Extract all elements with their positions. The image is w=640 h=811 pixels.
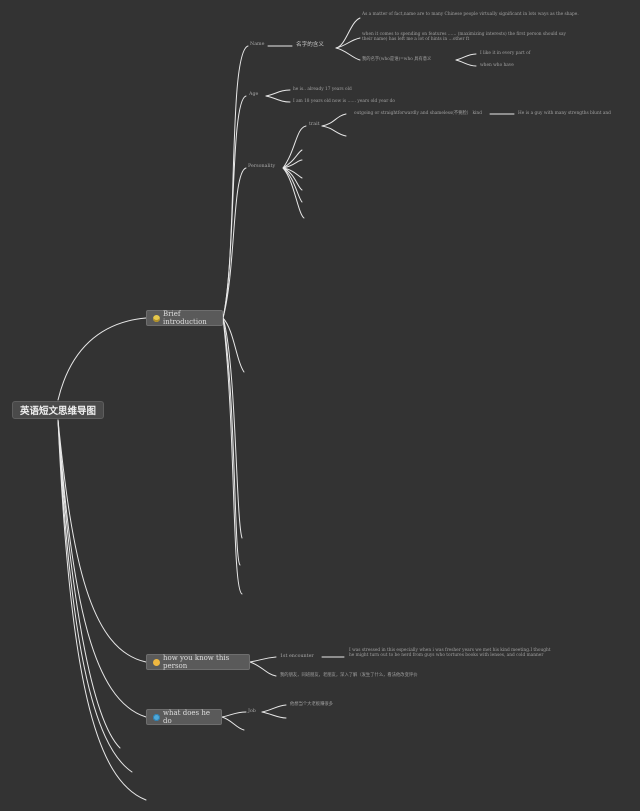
connector-pers-7 bbox=[282, 167, 305, 219]
connector-what-job bbox=[221, 711, 247, 718]
connector-pers-4 bbox=[282, 167, 303, 179]
connector-brief-personality bbox=[222, 167, 247, 319]
connector-pers-5 bbox=[282, 167, 303, 191]
name-sub2-1[interactable]: I like it in every part of bbox=[480, 51, 531, 56]
globe-icon bbox=[153, 713, 160, 721]
trait-right[interactable]: He is a guy with many strengths blunt an… bbox=[518, 111, 611, 116]
branch-label: Brief introduction bbox=[163, 310, 207, 326]
branch-what-does-he-do[interactable]: what does he do bbox=[146, 709, 222, 725]
first-encounter-text[interactable]: I was stressed in this especially when i… bbox=[349, 648, 551, 659]
connector-brief-empty-4 bbox=[222, 317, 243, 595]
branch-label: what does he do bbox=[163, 709, 211, 725]
lightbulb-icon bbox=[153, 314, 160, 322]
topic-personality[interactable]: Personality bbox=[248, 164, 276, 169]
face-icon bbox=[153, 658, 160, 666]
connector-trait-1 bbox=[321, 113, 347, 127]
connector-root-leaf-3 bbox=[57, 419, 147, 801]
topic-age[interactable]: Age bbox=[249, 92, 259, 97]
branch-label: how you know this person bbox=[163, 654, 230, 670]
connector-pers-trait bbox=[282, 125, 307, 169]
branch-how-you-know[interactable]: how you know this person bbox=[146, 654, 250, 670]
connector-root-leaf-2 bbox=[57, 419, 133, 773]
connector-root-brief bbox=[57, 317, 147, 401]
topic-name[interactable]: Name bbox=[250, 42, 265, 47]
topic-job[interactable]: Job bbox=[248, 709, 256, 714]
connector-how-second bbox=[249, 661, 277, 677]
trait-item-1[interactable]: outgoing or straightforwardly and shamel… bbox=[354, 111, 482, 116]
connector-root-how bbox=[57, 419, 147, 663]
age-item-1[interactable]: he is.. already 17 years old bbox=[293, 87, 352, 92]
connector-brief-name bbox=[222, 45, 249, 319]
connector-root-what bbox=[57, 419, 147, 718]
connector-namesub-3 bbox=[335, 47, 361, 61]
connector-brief-empty-2 bbox=[222, 317, 243, 539]
connector-job-1 bbox=[261, 704, 287, 713]
connector-sub2-1 bbox=[455, 53, 477, 61]
branch-brief-introduction[interactable]: Brief introduction bbox=[146, 310, 223, 326]
connector-namesub-1 bbox=[335, 17, 361, 49]
name-item-1[interactable]: As a matter of fact,name are to many Chi… bbox=[362, 12, 579, 17]
age-item-2[interactable]: I am 18 years old now is …… years old ye… bbox=[293, 99, 395, 104]
name-item-2[interactable]: when it comes to spending on features ……… bbox=[362, 32, 566, 43]
job-text[interactable]: 他想当个大老板赚很多 bbox=[290, 702, 333, 707]
connector-brief-age bbox=[222, 95, 247, 319]
root-node[interactable]: 英语短文思维导图 bbox=[12, 401, 104, 419]
connector-brief-empty-3 bbox=[222, 317, 241, 566]
second-encounter-text[interactable]: 我的朋友，同班朋友，老朋友，深入了解（发生了什么，看法他改变评价 bbox=[280, 673, 418, 678]
topic-name-meaning[interactable]: 名字的含义 bbox=[296, 42, 324, 48]
connector-how-first bbox=[249, 656, 277, 663]
connector-namesub-2 bbox=[335, 37, 361, 49]
topic-trait[interactable]: trait bbox=[309, 122, 320, 127]
name-sub2-2[interactable]: when who have bbox=[480, 63, 514, 68]
topic-first-encounter[interactable]: 1st encounter bbox=[280, 654, 314, 659]
name-item-3[interactable]: 我的名字(who是谁)=who 具有意义 bbox=[362, 57, 432, 62]
connector-root-leaf-1 bbox=[57, 419, 121, 749]
connector-age-1 bbox=[265, 89, 291, 97]
connector-pers-6 bbox=[282, 167, 303, 203]
connector-pers-2 bbox=[282, 149, 303, 169]
connector-sub2-2 bbox=[455, 59, 477, 67]
connector-trait-2 bbox=[321, 125, 347, 137]
connector-job-2 bbox=[261, 711, 287, 719]
connector-pers-3 bbox=[282, 159, 303, 169]
connector-what-empty bbox=[221, 716, 245, 731]
connector-age-2 bbox=[265, 95, 291, 103]
connector-brief-empty-1 bbox=[222, 317, 245, 373]
